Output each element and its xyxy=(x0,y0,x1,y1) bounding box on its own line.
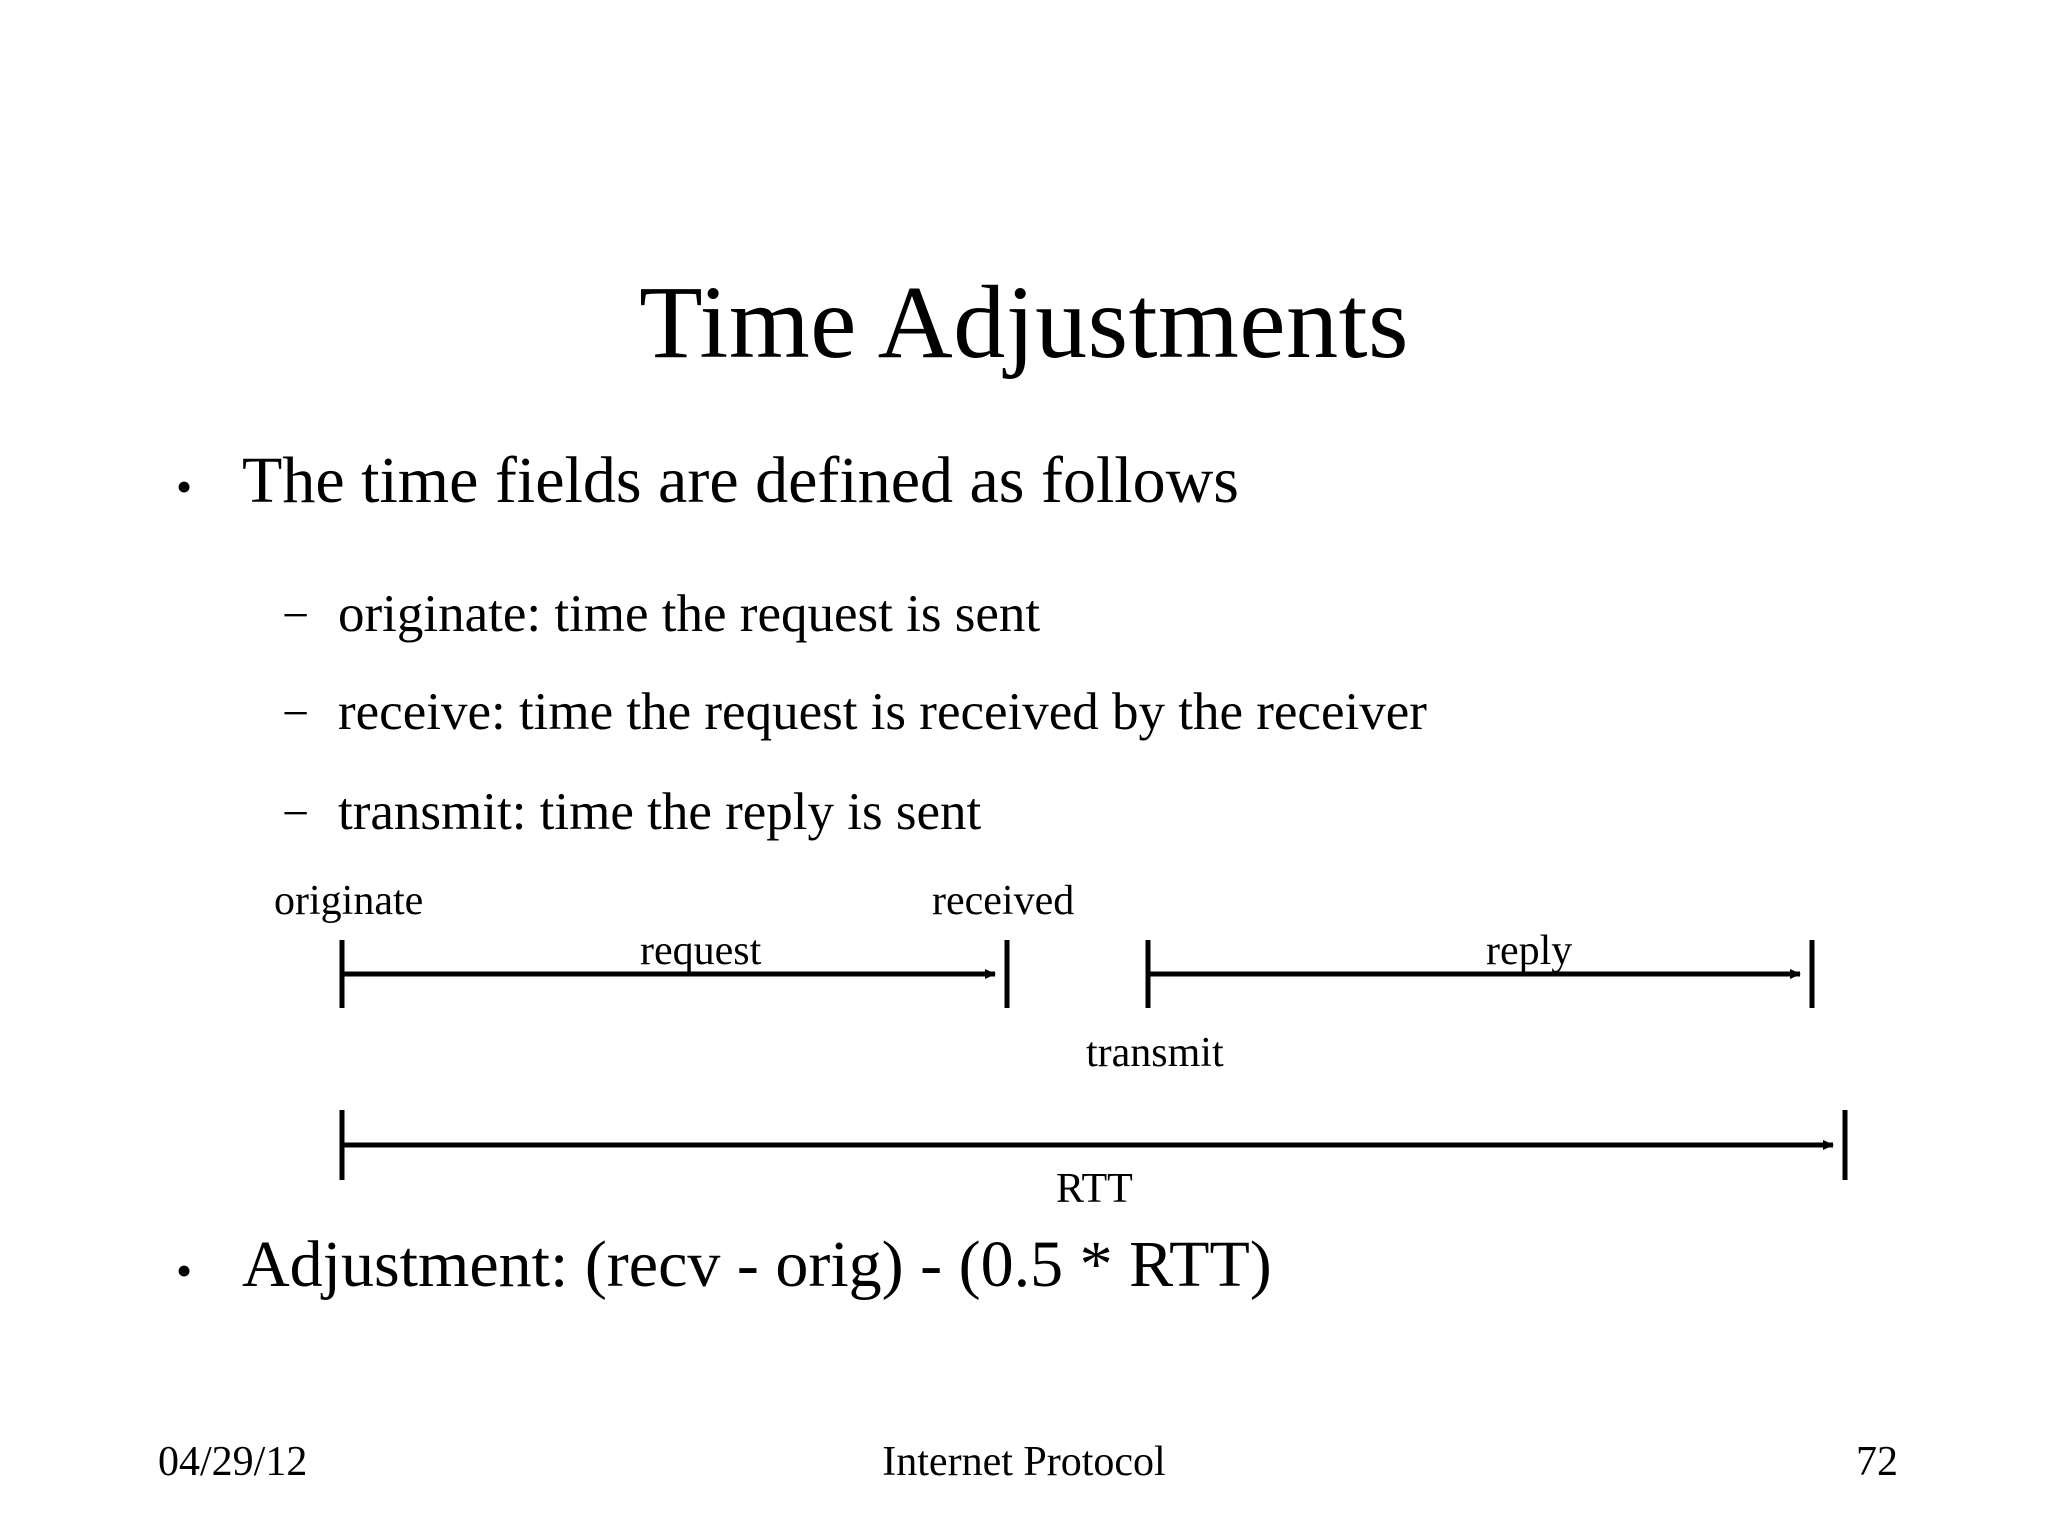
footer-deck-title: Internet Protocol xyxy=(882,1439,1166,1485)
slide-footer: 04/29/12 Internet Protocol 72 xyxy=(0,1432,2048,1492)
diagram-label-transmit: transmit xyxy=(1086,1030,1224,1076)
bullet-marker-icon: • xyxy=(176,1245,193,1296)
sub-bullet-receive: − receive: time the request is received … xyxy=(282,686,1427,739)
footer-date: 04/29/12 xyxy=(158,1439,308,1485)
bullet-adjustment: • Adjustment: (recv - orig) - (0.5 * RTT… xyxy=(176,1232,1272,1298)
dash-marker-icon: − xyxy=(282,687,310,740)
bullet-text: The time fields are defined as follows xyxy=(242,444,1239,517)
sub-bullet-text: transmit: time the reply is sent xyxy=(338,783,982,841)
sub-bullet-originate: − originate: time the request is sent xyxy=(282,588,1040,641)
diagram-label-received: received xyxy=(932,878,1075,924)
diagram-label-request: request xyxy=(640,928,762,974)
sub-bullet-text: receive: time the request is received by… xyxy=(338,683,1427,741)
page-title: Time Adjustments xyxy=(639,264,1409,380)
bullet-time-fields: • The time fields are defined as follows xyxy=(176,448,1239,514)
dash-marker-icon: − xyxy=(282,589,310,642)
bullet-text: Adjustment: (recv - orig) - (0.5 * RTT) xyxy=(242,1228,1272,1301)
sub-bullet-text: originate: time the request is sent xyxy=(338,585,1041,643)
sub-bullet-transmit: − transmit: time the reply is sent xyxy=(282,786,981,839)
bullet-marker-icon: • xyxy=(176,461,193,512)
dash-marker-icon: − xyxy=(282,787,310,840)
diagram-label-rtt: RTT xyxy=(1056,1166,1133,1212)
footer-page-number: 72 xyxy=(1856,1439,1898,1485)
diagram-label-reply: reply xyxy=(1486,928,1573,974)
diagram-label-originate: originate xyxy=(274,878,424,924)
